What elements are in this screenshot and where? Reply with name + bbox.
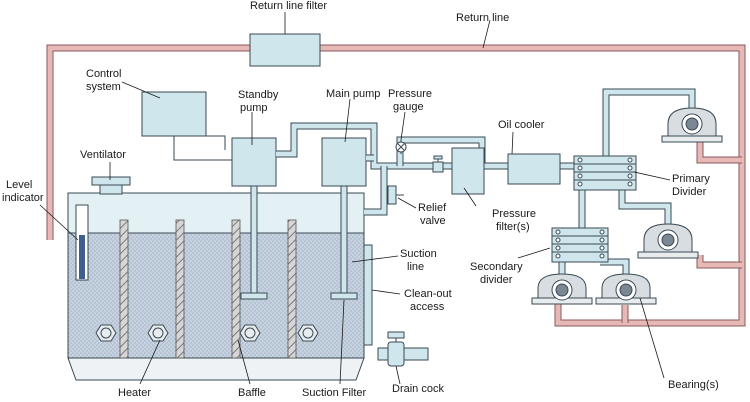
reservoir-tank: [67, 192, 365, 381]
ventilator: [91, 176, 131, 195]
standby-pump: [231, 137, 277, 187]
pressure-piping: [276, 88, 696, 278]
suction-lines: [240, 184, 358, 300]
label-suction-filter: Suction Filter: [302, 387, 367, 399]
control-system-box: [141, 91, 207, 137]
label-main-pump: Main pump: [326, 88, 380, 100]
bearing-lower-right: [595, 273, 657, 305]
pressure-gauge: [395, 140, 407, 154]
label-bearings: Bearing(s): [668, 379, 719, 391]
label-drain-cock: Drain cock: [392, 383, 444, 395]
return-line: [46, 44, 746, 327]
label-suction-line-2: line: [407, 261, 424, 273]
label-standby-pump-2: pump: [240, 102, 268, 114]
label-heater: Heater: [118, 387, 151, 399]
label-standby-pump-1: Standby: [238, 89, 279, 101]
label-pressure-filters-2: filter(s): [496, 221, 530, 233]
bearing-top: [661, 107, 723, 143]
label-suction-line-1: Suction: [400, 248, 437, 260]
label-control-system-1: Control: [86, 68, 121, 80]
heaters: [95, 324, 319, 342]
oil-cooler: [507, 153, 561, 185]
label-secondary-divider-2: divider: [480, 274, 513, 286]
label-cleanout-1: Clean-out: [404, 288, 452, 300]
level-indicator: [75, 204, 89, 281]
control-wire: [173, 136, 232, 161]
pressure-filter: [451, 147, 485, 195]
drain-cock: [377, 331, 429, 367]
main-pump: [321, 137, 367, 187]
label-level-indicator-1: Level: [6, 179, 32, 191]
label-return-line: Return line: [456, 12, 509, 24]
baffles: [119, 219, 297, 359]
label-pressure-gauge-1: Pressure: [388, 88, 432, 100]
label-pressure-gauge-2: gauge: [393, 101, 424, 113]
label-secondary-divider-1: Secondary: [470, 261, 523, 273]
return-line-filter: [249, 33, 321, 67]
control-wire-2: [206, 135, 226, 150]
leader-lines: [39, 12, 671, 385]
label-control-system-2: system: [86, 81, 121, 93]
primary-divider: [573, 155, 637, 191]
cleanout-access: [363, 244, 373, 346]
line-valve: [432, 155, 444, 173]
relief-valve: [387, 185, 404, 205]
label-primary-divider-2: Divider: [672, 186, 707, 198]
label-relief-valve-1: Relief: [418, 202, 447, 214]
bearing-lower-left: [531, 273, 593, 305]
secondary-divider: [551, 227, 609, 263]
bearing-right: [637, 223, 699, 259]
label-baffle: Baffle: [238, 387, 266, 399]
label-cleanout-2: access: [410, 301, 445, 313]
label-ventilator: Ventilator: [80, 149, 126, 161]
label-return-line-filter: Return line filter: [250, 0, 327, 12]
label-relief-valve-2: valve: [420, 215, 446, 227]
label-level-indicator-2: indicator: [2, 192, 44, 204]
label-pressure-filters-1: Pressure: [492, 208, 536, 220]
label-oil-cooler: Oil cooler: [498, 119, 545, 131]
label-primary-divider-1: Primary: [672, 173, 710, 185]
